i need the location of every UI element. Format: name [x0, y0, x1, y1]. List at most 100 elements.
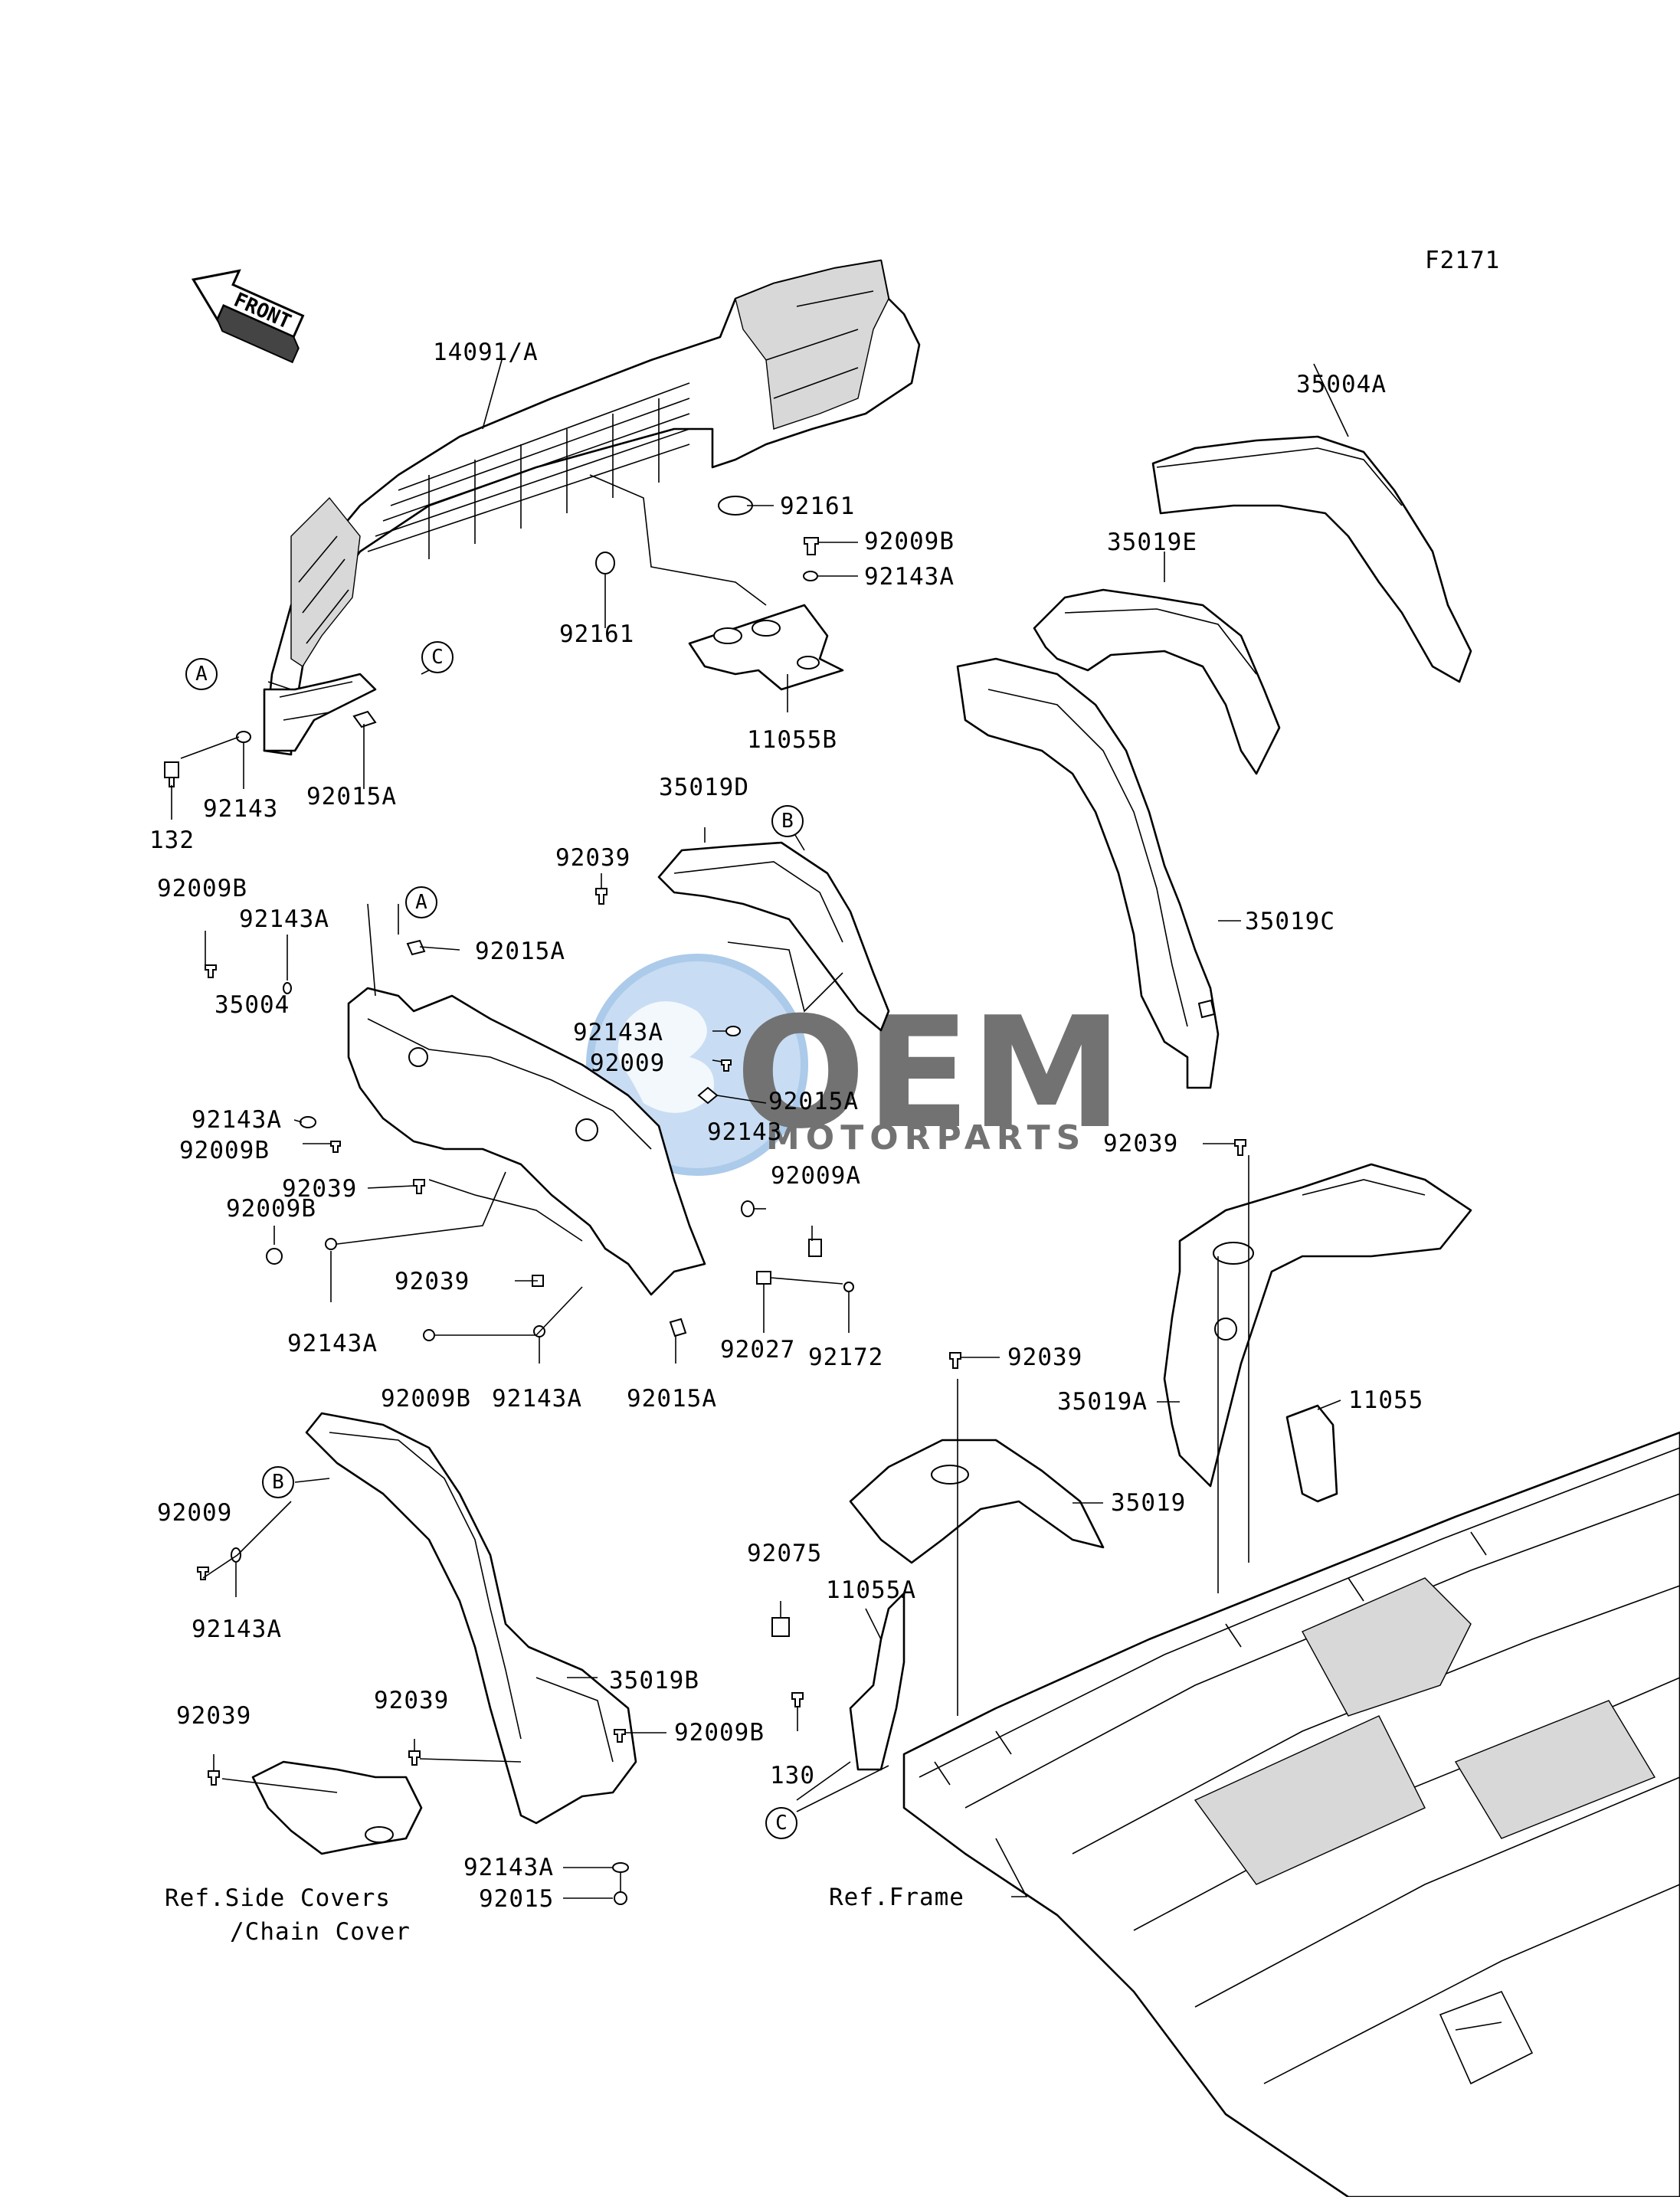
bolt-92009a — [808, 1239, 822, 1257]
clip-92039-bl2 — [408, 1750, 421, 1766]
callout-a-top-label: A — [195, 663, 208, 686]
fender-35004a — [1151, 435, 1472, 683]
label-92143a-bl2: 92143A — [463, 1854, 554, 1881]
part-labels: 14091/A 92161 92009B 92143A 92161 11055B… — [149, 339, 1423, 1946]
label-92172: 92172 — [808, 1344, 883, 1371]
label-92009b-top: 92009B — [864, 528, 955, 555]
washer-92143a-bl — [231, 1547, 241, 1563]
fender-35019e — [1033, 588, 1281, 775]
label-92027: 92027 — [720, 1336, 795, 1364]
bolt-92009b-top — [804, 537, 819, 555]
label-92009b-bl: 92009B — [674, 1719, 765, 1747]
label-92009-c: 92009 — [590, 1049, 665, 1077]
callout-c-low: C — [765, 1807, 797, 1839]
label-14091a: 14091/A — [433, 339, 539, 366]
label-92009b-l1: 92009B — [157, 875, 247, 902]
label-132: 132 — [149, 827, 195, 854]
washer-92143-top — [236, 731, 251, 743]
washer-92143a-l3 — [325, 1238, 337, 1250]
bolt-92009b-bl — [614, 1729, 626, 1743]
label-35019: 35019 — [1111, 1489, 1186, 1517]
label-92143a-bl: 92143A — [192, 1616, 282, 1643]
watermark-sub: MOTORPARTS — [766, 1118, 1086, 1157]
label-92009b-b: 92009B — [381, 1385, 471, 1413]
callout-a-mid: A — [405, 886, 437, 918]
clip-92039-a — [595, 888, 607, 905]
callout-b-low-label: B — [272, 1471, 284, 1494]
callout-a-mid-label: A — [415, 891, 427, 914]
callout-c-top-label: C — [431, 646, 444, 669]
watermark-continents — [617, 1001, 714, 1113]
label-11055: 11055 — [1348, 1386, 1423, 1414]
label-92075: 92075 — [747, 1540, 822, 1567]
bolt-132 — [164, 761, 179, 787]
washer-92009a — [741, 1200, 755, 1217]
washer-92143a-c — [725, 1026, 741, 1036]
washer-92143a-bl2 — [612, 1862, 629, 1873]
label-92143a-l3: 92143A — [287, 1330, 378, 1357]
diagram-code: F2171 — [1425, 247, 1500, 274]
clip-92039-r2 — [949, 1352, 961, 1369]
callout-b-low: B — [262, 1466, 294, 1498]
grille-slats — [367, 382, 690, 559]
watermark-main: OEM — [735, 984, 1123, 1163]
bracket-11055a — [849, 1592, 905, 1771]
label-92143a-l2: 92143A — [192, 1106, 282, 1134]
cap-92075 — [771, 1617, 790, 1637]
label-92015a-top: 92015A — [306, 783, 397, 810]
bracket-11055 — [1285, 1404, 1338, 1503]
grommet-35004-b — [575, 1118, 598, 1141]
callout-c-top: C — [421, 641, 454, 673]
label-130: 130 — [770, 1762, 815, 1789]
label-ref-frame: Ref.Frame — [829, 1884, 964, 1911]
label-11055a: 11055A — [826, 1576, 916, 1604]
screw-92172 — [843, 1282, 854, 1292]
bolt-92009b-l2 — [330, 1141, 341, 1153]
bolt-92009b-b — [423, 1329, 435, 1341]
label-92009b-l2: 92009B — [179, 1137, 270, 1164]
callout-a-top: A — [185, 658, 218, 690]
clip-92039-bl — [208, 1770, 220, 1786]
label-ref-side-2: /Chain Cover — [230, 1918, 411, 1946]
nut-92015a-l1 — [406, 939, 426, 956]
label-92009b-l3: 92009B — [226, 1195, 316, 1223]
nut-92015 — [614, 1891, 627, 1905]
label-92015a-l1: 92015A — [475, 938, 565, 965]
side-cover-piece — [251, 1760, 423, 1855]
label-92039-l2: 92039 — [395, 1268, 470, 1295]
label-35019e: 35019E — [1107, 529, 1197, 556]
bolt-92009-c — [721, 1059, 732, 1072]
grille-14091a — [263, 259, 921, 756]
label-35019d: 35019D — [659, 774, 749, 801]
label-92009-bl: 92009 — [157, 1499, 232, 1527]
label-92143a-b: 92143A — [492, 1385, 582, 1413]
panel-35019 — [849, 1439, 1105, 1564]
label-92015a-c: 92015A — [768, 1088, 859, 1115]
label-35004a: 35004A — [1296, 371, 1387, 398]
label-92143a-c: 92143A — [573, 1019, 663, 1046]
callout-b-mid: B — [771, 805, 804, 837]
front-arrow-icon: FRONT — [191, 269, 305, 364]
label-92039-mid: 92039 — [555, 844, 630, 872]
bolt-92009b-l3 — [266, 1248, 283, 1265]
label-92143-top: 92143 — [203, 795, 278, 823]
label-92039-bl2: 92039 — [374, 1687, 449, 1714]
frame — [902, 1431, 1680, 2198]
label-92161-top: 92161 — [780, 493, 855, 520]
label-92039-r: 92039 — [1103, 1130, 1178, 1157]
clip-92039-l — [413, 1179, 425, 1194]
label-92009a: 92009A — [771, 1162, 861, 1190]
label-35019c: 35019C — [1245, 908, 1335, 935]
clip-92039-r — [1234, 1139, 1246, 1156]
fender-35019c — [956, 657, 1220, 1089]
label-ref-side-1: Ref.Side Covers — [165, 1884, 391, 1912]
grommet-35004-a — [408, 1047, 428, 1067]
spacer-92027 — [756, 1271, 771, 1285]
callout-c-low-label: C — [775, 1812, 788, 1835]
label-92143a-l1: 92143A — [239, 905, 329, 933]
label-92143a-top: 92143A — [864, 563, 955, 591]
washer-92143a-top — [803, 571, 818, 581]
callout-b-mid-label: B — [781, 810, 794, 833]
